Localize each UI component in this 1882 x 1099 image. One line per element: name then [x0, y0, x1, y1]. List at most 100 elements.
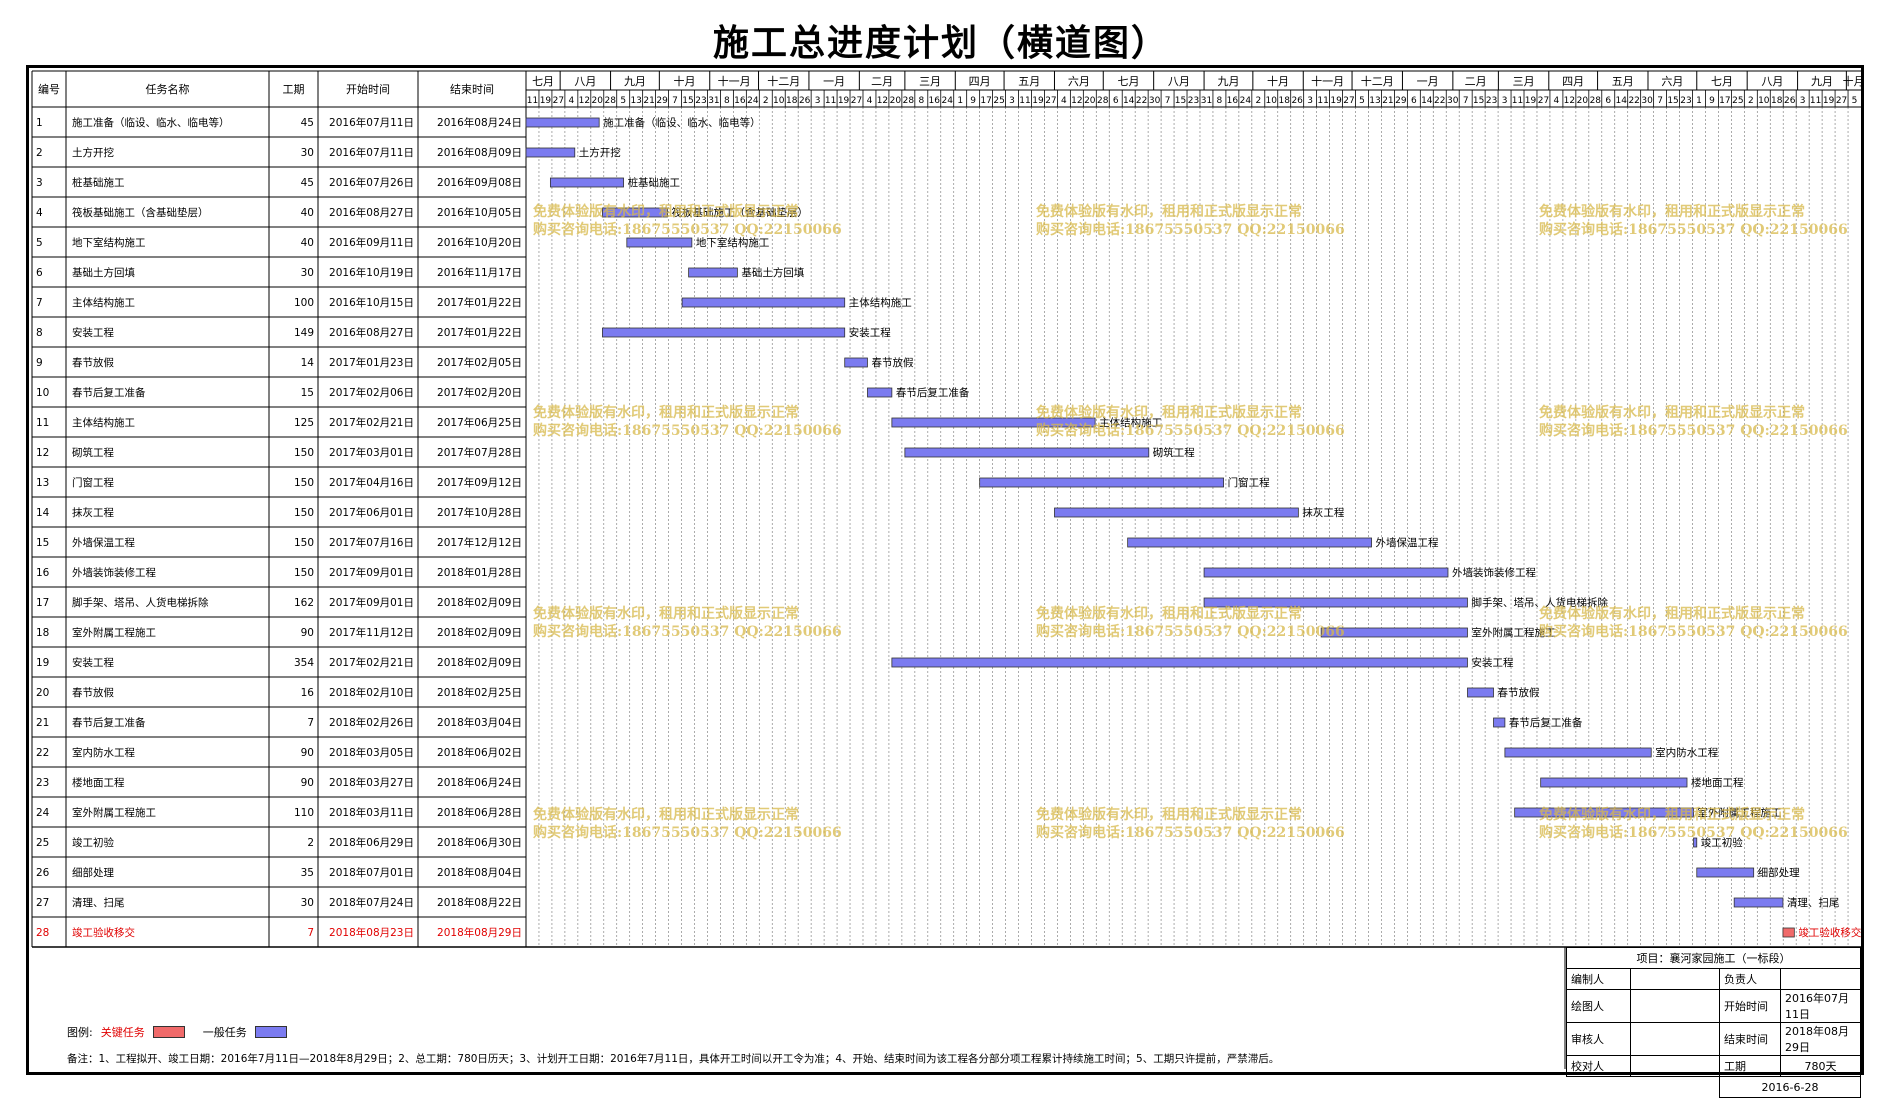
legend-critical-label: 关键任务 [100, 1026, 145, 1039]
month-label: 三月 [919, 75, 941, 88]
tick-label: 26 [799, 96, 811, 106]
tick-label: 28 [1097, 96, 1109, 106]
header-id: 编号 [38, 82, 60, 96]
tick-label: 5 [620, 96, 626, 106]
task-end: 2018年06月28日 [437, 806, 522, 819]
task-name: 土方开挖 [72, 146, 114, 159]
tick-label: 17 [1719, 96, 1730, 106]
task-duration: 110 [294, 807, 314, 819]
info-cell: 2016年07月11日 [1780, 989, 1861, 1023]
tick-label: 19 [1525, 96, 1537, 106]
task-bar [904, 447, 1150, 458]
task-duration: 2 [307, 837, 314, 849]
task-start: 2016年07月11日 [329, 116, 414, 129]
info-cell: 审核人 [1566, 1022, 1631, 1056]
task-duration: 35 [301, 867, 314, 879]
task-name: 砌筑工程 [72, 446, 114, 459]
info-cell: 结束时间 [1719, 1022, 1781, 1056]
task-start: 2017年03月01日 [329, 446, 414, 459]
tick-label: 15 [682, 96, 693, 106]
month-label: 八月 [1761, 75, 1783, 88]
month-label: 十月 [674, 74, 696, 88]
task-id: 22 [36, 747, 49, 759]
bar-label: 主体结构施工 [849, 296, 912, 309]
month-label: 十月 [1267, 74, 1289, 88]
task-start: 2018年07月01日 [329, 866, 414, 879]
month-label: 八月 [1168, 75, 1190, 88]
task-duration: 354 [294, 657, 314, 669]
task-name: 门窗工程 [72, 476, 114, 489]
task-name: 施工准备（临设、临水、临电等） [72, 116, 230, 129]
tick-label: 4 [1554, 96, 1560, 106]
task-name: 室外附属工程施工 [72, 626, 156, 639]
task-duration: 90 [301, 777, 314, 789]
tick-label: 18 [1279, 96, 1291, 106]
tick-label: 13 [1369, 96, 1380, 106]
task-bar [1696, 867, 1755, 878]
task-end: 2016年10月05日 [437, 206, 522, 219]
task-id: 23 [36, 777, 49, 789]
tick-label: 18 [786, 96, 798, 106]
task-id: 17 [36, 597, 49, 609]
month-label: 九月 [1217, 75, 1239, 88]
task-name: 基础土方回填 [72, 266, 135, 279]
tick-label: 31 [708, 96, 719, 106]
task-end: 2018年08月29日 [437, 926, 522, 939]
task-id: 16 [36, 567, 50, 579]
bar-label: 室内防水工程 [1655, 746, 1718, 759]
month-label: 四月 [969, 75, 991, 88]
tick-label: 3 [1307, 96, 1313, 106]
tick-label: 17 [980, 96, 991, 106]
task-bar [626, 237, 693, 248]
bar-label: 楼地面工程 [1691, 776, 1744, 789]
task-bar [549, 177, 624, 188]
task-duration: 150 [294, 567, 314, 579]
tick-label: 11 [1810, 96, 1821, 106]
task-bar [1203, 567, 1449, 578]
tick-label: 30 [1447, 96, 1459, 106]
task-bar [1467, 687, 1494, 698]
task-name: 桩基础施工 [72, 176, 125, 189]
task-end: 2017年02月20日 [437, 386, 522, 399]
task-start: 2018年02月26日 [329, 716, 414, 729]
bar-label: 外墙装饰装修工程 [1452, 566, 1536, 579]
tick-label: 24 [747, 96, 759, 106]
month-label: 四月 [1562, 75, 1584, 88]
task-bar [1540, 777, 1688, 788]
task-end: 2018年06月02日 [437, 746, 522, 759]
bar-label: 春节后复工准备 [1509, 716, 1583, 729]
tick-label: 10 [1266, 96, 1278, 106]
task-end: 2017年01月22日 [437, 296, 522, 309]
gantt-chart: 编号任务名称工期开始时间结束时间七月八月九月十月十一月十二月一月二月三月四月五月… [31, 70, 1861, 1069]
tick-label: 1 [1696, 96, 1702, 106]
task-name: 春节放假 [72, 356, 114, 369]
month-label: 八月 [574, 75, 596, 88]
tick-label: 7 [1657, 96, 1663, 106]
tick-label: 15 [1473, 96, 1484, 106]
task-end: 2017年02月05日 [437, 356, 522, 369]
task-duration: 40 [301, 237, 314, 249]
tick-label: 29 [656, 96, 668, 106]
task-end: 2018年02月09日 [437, 656, 522, 669]
tick-label: 12 [1564, 96, 1575, 106]
month-label: 五月 [1018, 75, 1040, 88]
tick-label: 29 [1395, 96, 1407, 106]
bar-label: 外墙保温工程 [1376, 536, 1439, 549]
task-start: 2017年02月06日 [329, 386, 414, 399]
info-cell: 2018年08月29日 [1780, 1022, 1861, 1056]
task-bar [844, 357, 868, 368]
tick-label: 27 [1538, 96, 1549, 106]
tick-label: 9 [1709, 96, 1715, 106]
month-label: 十二月 [1361, 74, 1394, 88]
tick-label: 15 [1175, 96, 1186, 106]
task-start: 2017年01月23日 [329, 356, 414, 369]
task-bar [891, 417, 1096, 428]
task-duration: 100 [294, 297, 314, 309]
task-start: 2018年02月10日 [329, 686, 414, 699]
task-duration: 7 [307, 717, 314, 729]
legend-label: 图例: [67, 1026, 93, 1039]
task-duration: 14 [301, 357, 315, 369]
task-start: 2016年07月26日 [329, 176, 414, 189]
task-end: 2017年10月28日 [437, 506, 522, 519]
tick-label: 18 [1771, 96, 1783, 106]
